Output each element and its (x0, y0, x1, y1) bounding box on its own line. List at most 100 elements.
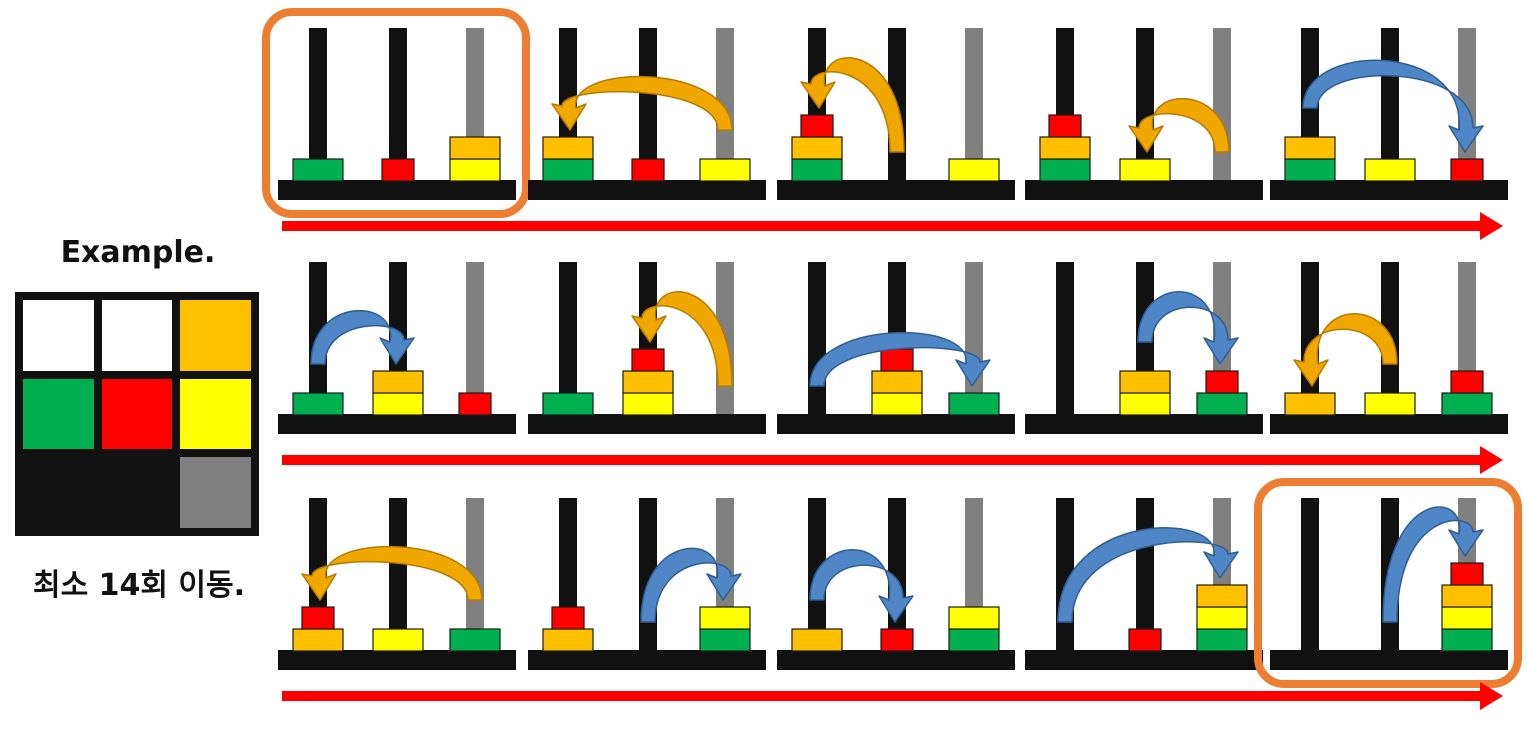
move-arrow-blue (1382, 506, 1484, 623)
disk-red (301, 606, 335, 630)
disk-orange (542, 628, 594, 652)
disk-orange (292, 628, 344, 652)
move-arrow-blue (1137, 291, 1239, 365)
move-arrow-orange (1293, 313, 1398, 387)
disk-green (542, 392, 594, 416)
progress-arrow-head (1480, 446, 1503, 474)
base-plate (1270, 180, 1508, 200)
move-arrow-orange (301, 545, 483, 601)
disk-green (1196, 392, 1248, 416)
base-plate (1270, 414, 1508, 434)
move-arrow-blue (1302, 59, 1484, 153)
move-arrow-blue (809, 549, 914, 623)
min-moves-label: 최소 14회 이동. (32, 568, 246, 603)
hanoi-state-2 (528, 28, 766, 200)
progress-arrow-shaft (282, 691, 1482, 701)
disk-red (1205, 370, 1239, 394)
hanoi-state-4 (1025, 28, 1263, 200)
disk-red (1450, 562, 1484, 586)
legend-cell-peg_gray (180, 457, 251, 528)
legend-cell-peg_black (23, 457, 94, 528)
disk-green (292, 392, 344, 416)
base-plate (278, 650, 516, 670)
example-title: Example. (60, 235, 216, 270)
disk-yellow (699, 158, 751, 182)
peg-2 (639, 28, 657, 182)
peg-3 (466, 498, 484, 652)
disk-orange (542, 136, 594, 160)
base-plate (528, 180, 766, 200)
move-arrow-orange (551, 75, 733, 131)
hanoi-state-7 (528, 262, 766, 434)
disk-green (1284, 158, 1336, 182)
base-plate (777, 180, 1015, 200)
disk-green (1441, 628, 1493, 652)
peg-2 (389, 498, 407, 652)
disk-green (1039, 158, 1091, 182)
peg-1 (808, 262, 826, 416)
move-arrow-blue (310, 309, 415, 365)
base-plate (528, 650, 766, 670)
base-plate (1270, 650, 1508, 670)
disk-green (1441, 392, 1493, 416)
disk-orange (1284, 392, 1336, 416)
progress-arrow-row-1 (282, 212, 1503, 240)
disk-orange (1441, 584, 1493, 608)
disk-green (791, 158, 843, 182)
disk-yellow (1364, 392, 1416, 416)
disk-orange (1284, 136, 1336, 160)
disk-red (631, 348, 665, 372)
hanoi-state-1 (262, 8, 530, 218)
peg-1 (1056, 262, 1074, 416)
peg-1 (559, 262, 577, 416)
disk-red (1450, 158, 1484, 182)
disk-red (458, 392, 492, 416)
disk-yellow (948, 158, 1000, 182)
disk-orange (449, 136, 501, 160)
legend-cell-white (101, 300, 173, 371)
disk-yellow (372, 628, 424, 652)
disk-yellow (1119, 158, 1171, 182)
base-plate (777, 650, 1015, 670)
move-arrow-orange (1128, 97, 1230, 153)
disk-yellow (622, 392, 674, 416)
disk-orange (622, 370, 674, 394)
disk-red (1450, 370, 1484, 394)
hanoi-state-3 (777, 28, 1015, 200)
peg-3 (716, 28, 734, 182)
hanoi-state-5 (1270, 28, 1508, 200)
disk-green (948, 392, 1000, 416)
legend-cell-yellow (180, 378, 251, 450)
progress-arrow-row-3 (282, 682, 1503, 710)
hanoi-state-14 (1025, 498, 1263, 670)
disk-green (292, 158, 344, 182)
disk-yellow (699, 606, 751, 630)
disk-red (800, 114, 834, 138)
peg-1 (1301, 498, 1319, 652)
disk-green (1196, 628, 1248, 652)
base-plate (278, 180, 516, 200)
disk-yellow (449, 158, 501, 182)
hanoi-state-6 (278, 262, 516, 434)
move-arrow-orange (800, 57, 905, 153)
disk-yellow (1196, 606, 1248, 630)
progress-arrow-row-2 (282, 446, 1503, 474)
base-plate (1025, 180, 1263, 200)
move-arrow-blue (1057, 527, 1239, 623)
disk-yellow (1364, 158, 1416, 182)
move-arrow-blue (809, 331, 991, 387)
disk-orange (791, 136, 843, 160)
disk-green (948, 628, 1000, 652)
progress-arrow-shaft (282, 221, 1482, 231)
base-plate (1025, 650, 1263, 670)
disk-red (880, 628, 914, 652)
peg-2 (389, 28, 407, 182)
highlight-frame (1254, 478, 1522, 688)
legend-cell-peg_black (101, 457, 173, 528)
disk-red (381, 158, 415, 182)
hanoi-state-13 (777, 498, 1015, 670)
disk-orange (1119, 370, 1171, 394)
disk-yellow (1441, 606, 1493, 630)
disk-yellow (372, 392, 424, 416)
legend-cell-red (101, 378, 173, 450)
